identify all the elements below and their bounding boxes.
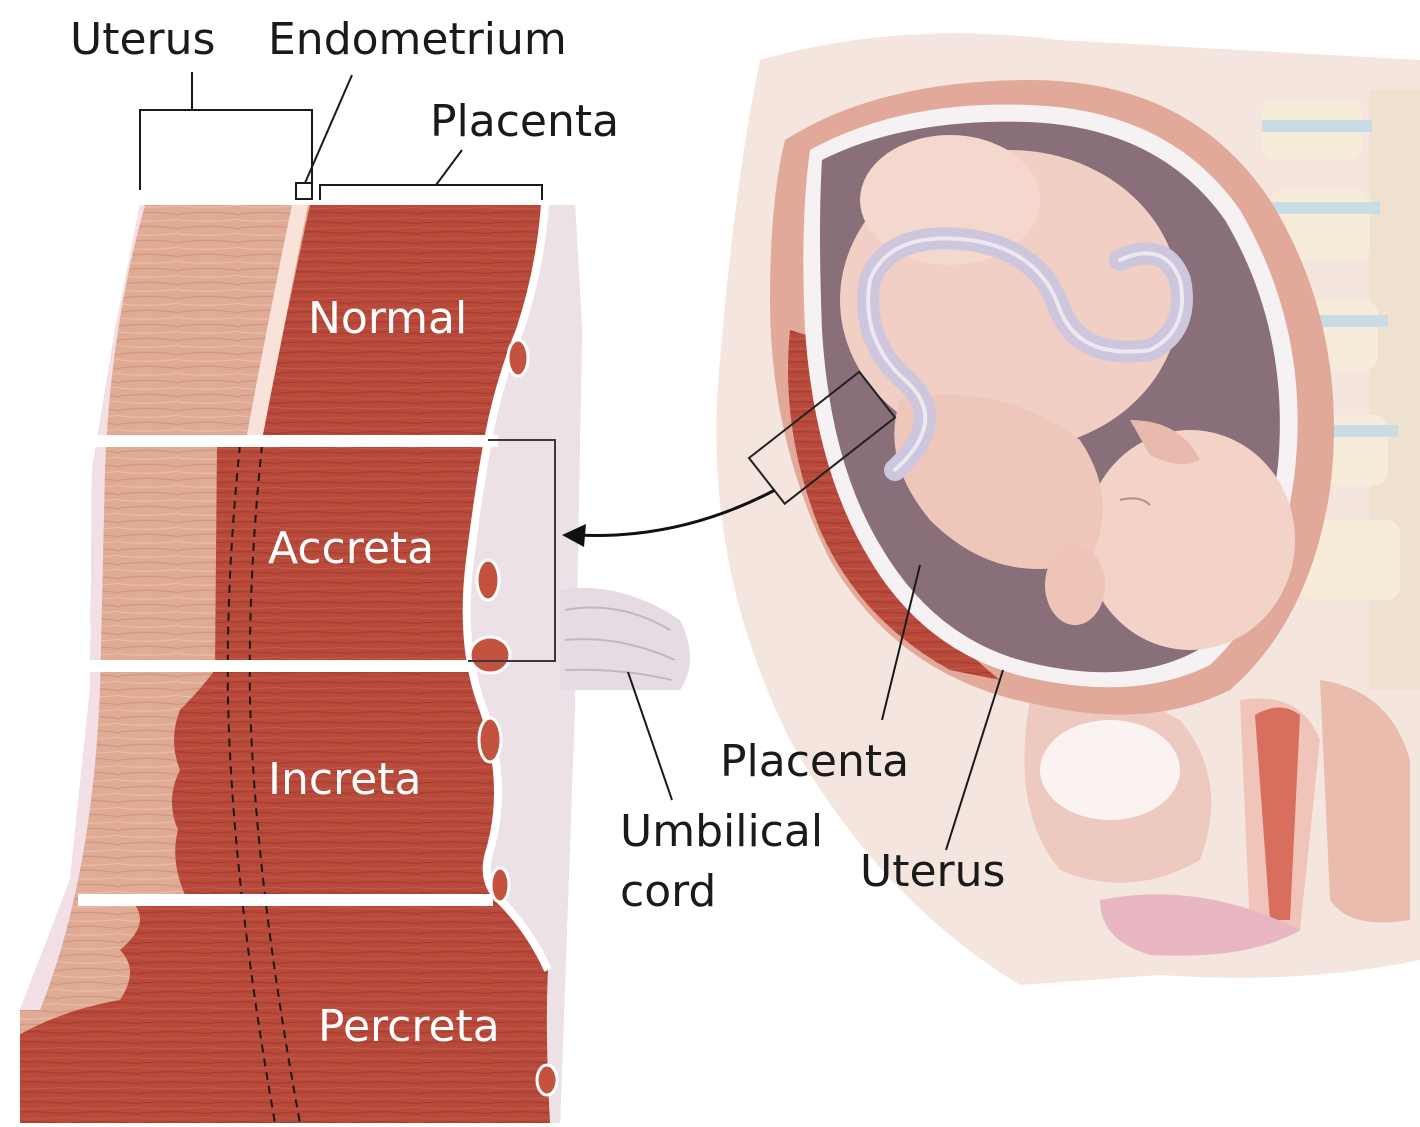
label-uterus-right: Uterus — [860, 850, 1005, 894]
label-umbilical: Umbilical — [620, 810, 823, 854]
band-label-normal: Normal — [308, 297, 467, 341]
band-label-accreta: Accreta — [268, 527, 434, 571]
label-cord: cord — [620, 870, 716, 914]
label-endometrium: Endometrium — [268, 18, 567, 62]
band-label-percreta: Percreta — [318, 1005, 500, 1049]
label-placenta-right: Placenta — [720, 740, 909, 784]
label-placenta-top: Placenta — [430, 100, 619, 144]
band-label-increta: Increta — [268, 758, 421, 802]
label-uterus-top: Uterus — [70, 18, 215, 62]
